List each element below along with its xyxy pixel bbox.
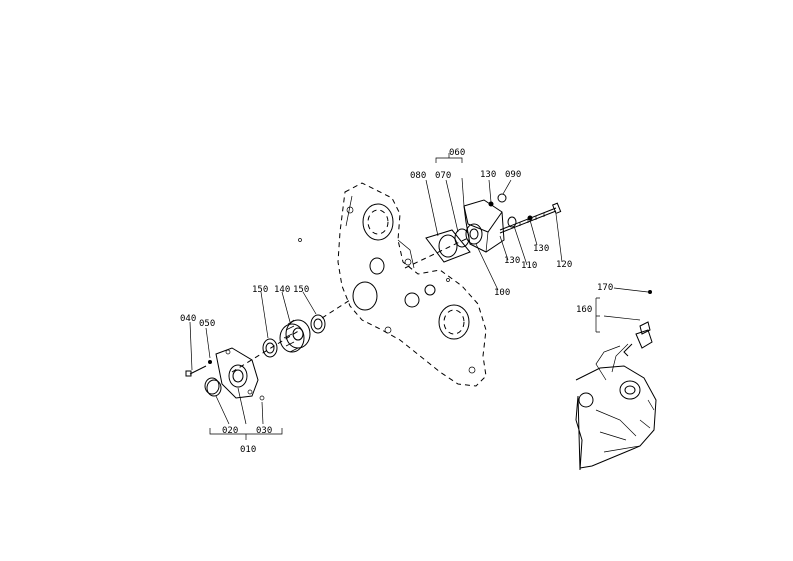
label-140[interactable]: 140 bbox=[274, 285, 291, 295]
axis-line-mid bbox=[321, 299, 351, 319]
leader-lines bbox=[189, 153, 649, 425]
label-080[interactable]: 080 bbox=[410, 171, 427, 181]
label-150-left[interactable]: 150 bbox=[252, 285, 269, 295]
label-010[interactable]: 010 bbox=[240, 445, 257, 455]
label-110[interactable]: 110 bbox=[521, 261, 538, 271]
upper-pump-assembly bbox=[425, 193, 562, 263]
label-050[interactable]: 050 bbox=[199, 319, 216, 329]
label-130-lower[interactable]: 130 bbox=[504, 256, 521, 266]
label-130-right[interactable]: 130 bbox=[533, 244, 550, 254]
label-070[interactable]: 070 bbox=[435, 171, 452, 181]
label-100[interactable]: 100 bbox=[494, 288, 511, 298]
label-150-right[interactable]: 150 bbox=[293, 285, 310, 295]
label-020[interactable]: 020 bbox=[222, 426, 239, 436]
label-040[interactable]: 040 bbox=[180, 314, 197, 324]
label-130-top[interactable]: 130 bbox=[480, 170, 497, 180]
axis-line-lower bbox=[231, 329, 301, 373]
label-160[interactable]: 160 bbox=[576, 305, 593, 315]
axis-line-upper bbox=[404, 237, 469, 269]
label-090[interactable]: 090 bbox=[505, 170, 522, 180]
label-120[interactable]: 120 bbox=[556, 260, 573, 270]
lower-housing-assembly bbox=[185, 347, 283, 440]
label-030[interactable]: 030 bbox=[256, 426, 273, 436]
engine-block-detail bbox=[575, 290, 657, 471]
middle-gear-assembly bbox=[262, 314, 326, 358]
label-060[interactable]: 060 bbox=[449, 148, 466, 158]
gear-cover-outline bbox=[298, 182, 487, 387]
label-170[interactable]: 170 bbox=[597, 283, 614, 293]
